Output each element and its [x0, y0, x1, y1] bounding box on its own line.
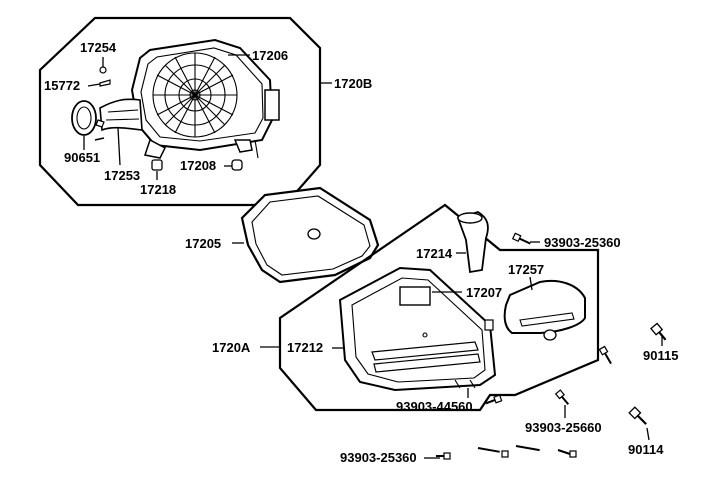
- small-hardware-upper: [94, 66, 243, 171]
- part-label-90115: 90115: [643, 348, 678, 363]
- part-label-17257: 17257: [508, 262, 544, 277]
- air-cleaner-case-drawing: [130, 38, 280, 159]
- part-label-17207: 17207: [466, 285, 502, 300]
- air-cleaner-cover-drawing: [338, 266, 497, 392]
- part-label-90651: 90651: [64, 150, 100, 165]
- part-label-17212: 17212: [287, 340, 323, 355]
- part-label-93903-44560: 93903-44560: [396, 399, 473, 414]
- intake-duct-drawing: [71, 98, 143, 136]
- part-label-93903-25660: 93903-25660: [525, 420, 602, 435]
- part-label-93903-25360-upper: 93903-25360: [544, 235, 621, 250]
- part-label-1720a: 1720A: [212, 340, 251, 355]
- part-label-17206: 17206: [252, 48, 288, 63]
- part-label-90114: 90114: [628, 442, 664, 457]
- part-label-1720b: 1720B: [334, 76, 372, 91]
- group-frame-1720a: [278, 203, 600, 412]
- filter-element-drawing: [240, 186, 380, 284]
- inlet-tube-drawing: [456, 211, 489, 274]
- part-label-15772: 15772: [44, 78, 80, 93]
- part-label-17205: 17205: [185, 236, 221, 251]
- part-label-93903-25360-lower: 93903-25360: [340, 450, 417, 465]
- part-label-17218: 17218: [140, 182, 176, 197]
- part-label-17208: 17208: [180, 158, 216, 173]
- screw-hardware: [436, 232, 667, 460]
- part-label-17253: 17253: [104, 168, 140, 183]
- side-cover-drawing: [503, 279, 586, 341]
- part-label-17214: 17214: [416, 246, 453, 261]
- part-label-17254: 17254: [80, 40, 117, 55]
